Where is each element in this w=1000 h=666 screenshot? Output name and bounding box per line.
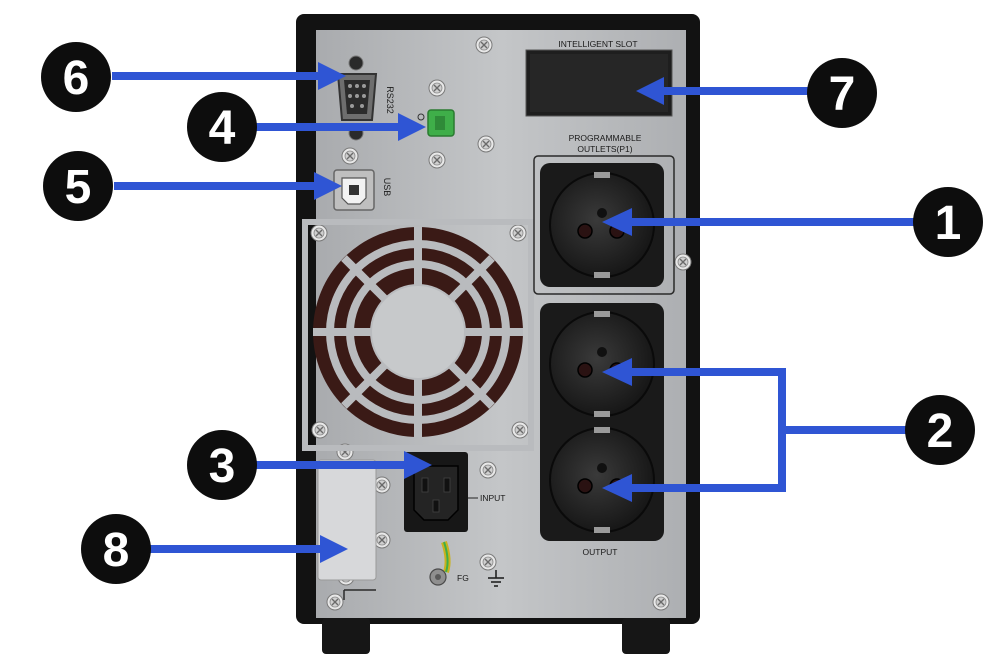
callout-badge-8: 8 [81, 514, 151, 584]
right-foot [622, 618, 670, 654]
green-connector[interactable] [417, 109, 455, 137]
arrow-4 [256, 113, 426, 141]
fan-grille [302, 219, 534, 451]
programmable-outlet[interactable] [540, 163, 664, 287]
arrow-6 [112, 62, 346, 90]
output-outlet-bottom[interactable] [549, 427, 655, 533]
power-input-socket[interactable] [404, 452, 478, 532]
callout-badge-6: 6 [41, 42, 111, 112]
arrow-2 [602, 358, 906, 502]
svg-text:7: 7 [829, 68, 856, 121]
fg-label: FG [457, 573, 469, 583]
svg-text:1: 1 [935, 197, 962, 250]
svg-text:2: 2 [927, 405, 954, 458]
svg-text:5: 5 [65, 161, 92, 214]
callout-badge-3: 3 [187, 430, 257, 500]
callout-badge-7: 7 [807, 58, 877, 128]
cover-plate [317, 459, 377, 600]
callout-arrows [112, 62, 916, 563]
callout-badge-4: 4 [187, 92, 257, 162]
input-label: INPUT [480, 493, 506, 503]
svg-text:6: 6 [63, 52, 90, 105]
output-label: OUTPUT [583, 547, 618, 557]
svg-text:8: 8 [103, 524, 130, 577]
intelligent-slot-label: INTELLIGENT SLOT [558, 39, 637, 49]
callout-badge-5: 5 [43, 151, 113, 221]
programmable-label-line2: OUTLETS(P1) [577, 144, 632, 154]
output-outlet-top[interactable] [549, 311, 655, 417]
arrow-8 [150, 535, 348, 563]
usb-label: USB [382, 178, 392, 197]
ground-terminal[interactable] [429, 541, 451, 586]
left-foot [322, 618, 370, 654]
ground-symbol-icon [488, 570, 504, 587]
programmable-label-line1: PROGRAMMABLE [569, 133, 642, 143]
arrow-5 [114, 172, 342, 200]
arrow-1 [602, 208, 916, 236]
arrow-3 [256, 451, 432, 479]
arrow-7 [636, 77, 808, 105]
usb-port[interactable] [333, 169, 375, 211]
rs232-label: RS232 [385, 86, 395, 114]
callout-badge-1: 1 [913, 187, 983, 257]
rs232-port[interactable] [336, 55, 378, 141]
svg-text:3: 3 [209, 440, 236, 493]
svg-text:4: 4 [209, 102, 236, 155]
intelligent-slot[interactable] [525, 49, 673, 117]
callout-badge-2: 2 [905, 395, 975, 465]
